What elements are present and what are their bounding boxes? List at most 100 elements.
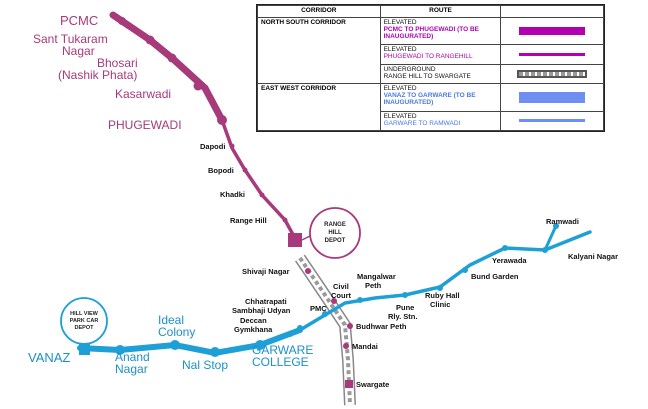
hill-view-depot-callout: HILL VIEW PARK CAR DEPOT bbox=[60, 297, 108, 345]
label-chhatrapati-2: Sambhaji Udyan bbox=[232, 306, 291, 315]
station-marker-civil-court[interactable] bbox=[331, 298, 337, 304]
label-sant-tukaram-2: Nagar bbox=[62, 44, 95, 58]
legend-type: ELEVATED bbox=[383, 46, 417, 54]
label-ramwadi: Ramwadi bbox=[546, 217, 579, 226]
label-ideal-2: Colony bbox=[158, 325, 195, 339]
station-marker-bund-garden[interactable] bbox=[462, 267, 468, 273]
legend-type: UNDERGROUND bbox=[383, 65, 436, 73]
station-marker-range-hill[interactable] bbox=[282, 217, 288, 223]
station-marker-bopodi[interactable] bbox=[242, 167, 248, 173]
station-marker-mangalwar-peth[interactable] bbox=[357, 297, 363, 303]
label-pmc: PMC bbox=[310, 304, 327, 313]
station-marker-dapodi[interactable] bbox=[229, 143, 235, 149]
station-marker-deccan[interactable] bbox=[287, 331, 293, 337]
label-shivaji-nagar: Shivaji Nagar bbox=[242, 267, 290, 276]
label-pune-rly-1: Pune bbox=[396, 303, 414, 312]
label-anand-1: Anand bbox=[115, 350, 150, 364]
legend-row-ew-1: EAST WEST CORRIDOR ELEVATED VANAZ TO GAR… bbox=[257, 83, 604, 131]
station-marker-pune-rly[interactable] bbox=[402, 292, 408, 298]
legend-type: ELEVATED bbox=[383, 85, 417, 93]
legend-route-garware-ramwadi: GARWARE TO RAMWADI bbox=[383, 119, 461, 127]
station-marker-ruby-hall[interactable] bbox=[437, 285, 443, 291]
station-marker-budhwar-peth[interactable] bbox=[347, 323, 353, 329]
station-marker-yerawada[interactable] bbox=[502, 245, 508, 251]
label-pcmc: PCMC bbox=[60, 13, 98, 28]
label-pune-rly-2: Rly. Stn. bbox=[388, 312, 417, 321]
blue-line-thick-segment bbox=[77, 327, 303, 357]
label-mangalwar-1: Mangalwar bbox=[357, 272, 396, 281]
label-ruby-hall-1: Ruby Hall bbox=[425, 291, 460, 300]
blue-station-markers bbox=[79, 223, 559, 357]
label-nal-stop: Nal Stop bbox=[182, 358, 228, 372]
station-marker-anand-nagar[interactable] bbox=[115, 345, 125, 355]
label-phugewadi: PHUGEWADI bbox=[108, 118, 182, 132]
legend-route-phugewadi-rangehill: PHUGEWADI TO RANGEHILL bbox=[383, 53, 473, 61]
label-ruby-hall-2: Clinic bbox=[430, 300, 450, 309]
station-marker-pcmc[interactable] bbox=[118, 17, 126, 25]
station-marker-mandai[interactable] bbox=[343, 343, 349, 349]
station-marker-kasarwadi[interactable] bbox=[193, 81, 203, 91]
underground-line bbox=[298, 256, 352, 406]
legend-header-corridor: CORRIDOR bbox=[257, 5, 381, 18]
legend-table: CORRIDOR ROUTE NORTH SOUTH CORRIDOR ELEV… bbox=[257, 5, 604, 132]
depot-label-hill-view-1: HILL VIEW bbox=[70, 311, 99, 317]
label-khadki: Khadki bbox=[220, 190, 245, 199]
station-marker-shivaji-nagar[interactable] bbox=[305, 268, 311, 274]
legend-swatch-purple-thin bbox=[519, 53, 586, 57]
station-marker-pmc[interactable] bbox=[322, 311, 328, 317]
depot-label-range-hill-1: RANGE bbox=[324, 222, 346, 228]
station-marker-bhosari[interactable] bbox=[167, 53, 177, 63]
station-marker-chhatrapati[interactable] bbox=[297, 325, 303, 331]
legend-header-row: CORRIDOR ROUTE bbox=[257, 5, 604, 18]
label-garware-1: GARWARE bbox=[252, 343, 313, 357]
depot-label-hill-view-2: PARK CAR bbox=[70, 318, 99, 324]
station-marker-ideal-colony[interactable] bbox=[170, 340, 180, 350]
label-civil-1: Civil bbox=[333, 282, 349, 291]
label-vanaz: VANAZ bbox=[28, 350, 70, 365]
station-marker-phugewadi[interactable] bbox=[217, 115, 227, 125]
purple-station-markers bbox=[118, 17, 353, 388]
station-marker-ramwadi[interactable] bbox=[553, 223, 559, 229]
label-anand-2: Nagar bbox=[115, 362, 148, 376]
label-bopodi: Bopodi bbox=[208, 166, 234, 175]
label-deccan-2: Gymkhana bbox=[234, 325, 273, 334]
underground-corridor-fill bbox=[296, 255, 355, 406]
station-marker-garware-college[interactable] bbox=[255, 340, 265, 350]
station-marker-swargate[interactable] bbox=[345, 380, 353, 388]
label-bhosari-2: (Nashik Phata) bbox=[58, 68, 137, 82]
station-marker-vanaz[interactable] bbox=[79, 342, 90, 355]
legend-swatch-blue-thick bbox=[519, 91, 586, 103]
label-yerawada: Yerawada bbox=[492, 256, 527, 265]
label-chhatrapati-1: Chhatrapati bbox=[245, 297, 287, 306]
label-dapodi: Dapodi bbox=[200, 142, 225, 151]
label-swargate: Swargate bbox=[356, 380, 389, 389]
station-marker-kalyani-nagar[interactable] bbox=[542, 247, 548, 253]
label-mangalwar-2: Peth bbox=[365, 281, 382, 290]
legend-type: ELEVATED bbox=[383, 19, 417, 26]
legend-swatch-blue-thin bbox=[519, 119, 586, 123]
range-hill-depot-marker[interactable] bbox=[288, 233, 302, 247]
legend-row-ns-1: NORTH SOUTH CORRIDOR ELEVATED PCMC TO PH… bbox=[257, 16, 604, 85]
depot-label-hill-view-3: DEPOT bbox=[75, 325, 95, 331]
map-legend: CORRIDOR ROUTE NORTH SOUTH CORRIDOR ELEV… bbox=[256, 4, 605, 132]
legend-route-pcmc-phugewadi: PCMC TO PHUGEWADI (TO BE INAUGURATED) bbox=[383, 26, 480, 40]
label-mandai: Mandai bbox=[352, 342, 378, 351]
station-marker-sant-tukaram-nagar[interactable] bbox=[145, 35, 155, 45]
label-bhosari-1: Bhosari bbox=[97, 56, 138, 70]
legend-corridor-east-west: EAST WEST CORRIDOR bbox=[257, 83, 381, 131]
label-range-hill: Range Hill bbox=[230, 216, 267, 225]
label-sant-tukaram-1: Sant Tukaram bbox=[33, 32, 108, 46]
legend-type: ELEVATED bbox=[383, 112, 417, 120]
label-budhwar-peth: Budhwar Peth bbox=[356, 322, 407, 331]
label-garware-2: COLLEGE bbox=[252, 355, 309, 369]
station-marker-khadki[interactable] bbox=[259, 192, 265, 198]
depot-label-range-hill-3: DEPOT bbox=[325, 238, 346, 244]
label-ideal-1: Ideal bbox=[158, 313, 184, 327]
depot-label-range-hill-2: HILL bbox=[328, 230, 342, 236]
legend-swatch-purple-thick bbox=[519, 27, 586, 36]
legend-corridor-north-south: NORTH SOUTH CORRIDOR bbox=[257, 16, 381, 85]
label-civil-2: Court bbox=[331, 291, 351, 300]
station-marker-nal-stop[interactable] bbox=[210, 347, 220, 357]
legend-route-vanaz-garware: VANAZ TO GARWARE (TO BE INAUGURATED) bbox=[383, 92, 476, 107]
